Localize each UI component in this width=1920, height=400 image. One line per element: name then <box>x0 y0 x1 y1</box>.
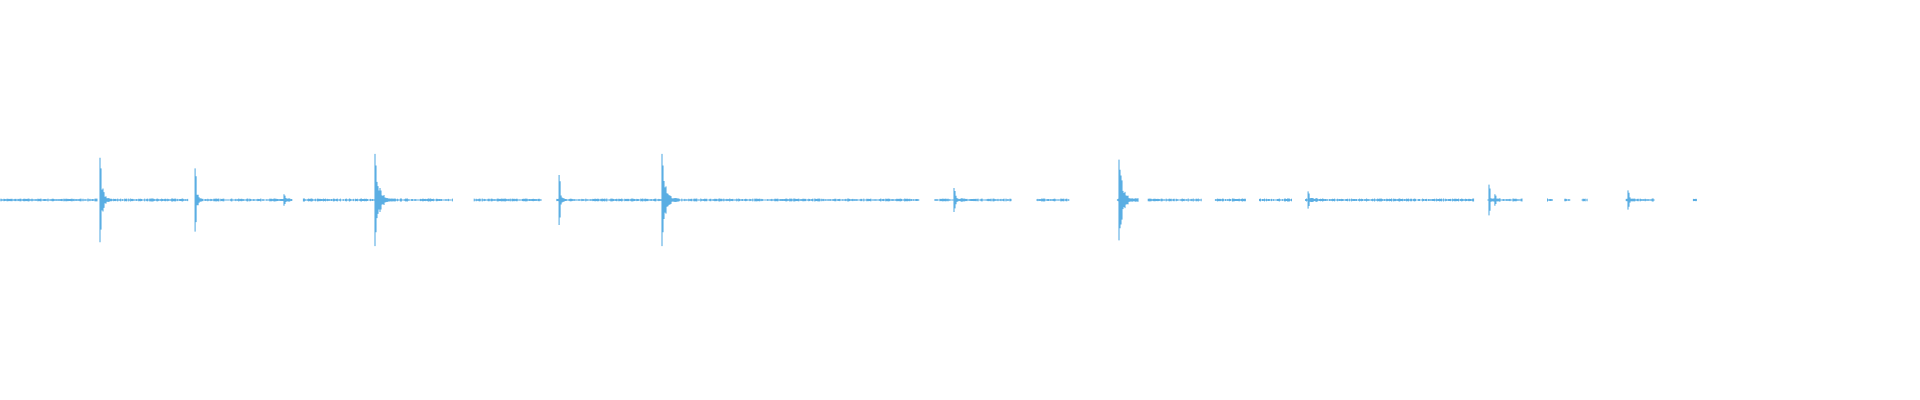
waveform-segment <box>1305 198 1475 202</box>
waveform-segment <box>1692 198 1697 202</box>
waveform-transient <box>99 157 112 243</box>
waveform-transient <box>1118 159 1139 241</box>
waveform-segment <box>934 198 1012 202</box>
waveform-transient <box>661 153 680 247</box>
waveform-segment <box>1036 198 1070 202</box>
waveform-transient <box>194 168 203 232</box>
waveform-transient <box>558 175 567 225</box>
waveform-signal <box>0 198 1697 202</box>
waveform-transient <box>1488 184 1495 216</box>
waveform-segment <box>197 198 293 202</box>
waveform-segment <box>103 198 189 202</box>
waveform-segment <box>1547 198 1553 202</box>
waveform-transient <box>283 194 290 206</box>
waveform-transient <box>953 188 964 212</box>
waveform-segment <box>1581 198 1588 202</box>
waveform-transient <box>1307 191 1318 209</box>
waveform-transient <box>374 153 395 247</box>
waveform-segment <box>556 198 920 202</box>
waveform-transient <box>1494 194 1501 206</box>
waveform-segment <box>1564 198 1571 202</box>
waveform-transient <box>1627 190 1636 210</box>
waveform-segment <box>0 198 98 202</box>
waveform-transients <box>99 153 1636 247</box>
waveform-segment <box>473 198 542 202</box>
waveform-segment <box>1214 198 1246 202</box>
waveform-segment <box>1147 198 1202 202</box>
waveform-segment <box>1259 198 1292 202</box>
